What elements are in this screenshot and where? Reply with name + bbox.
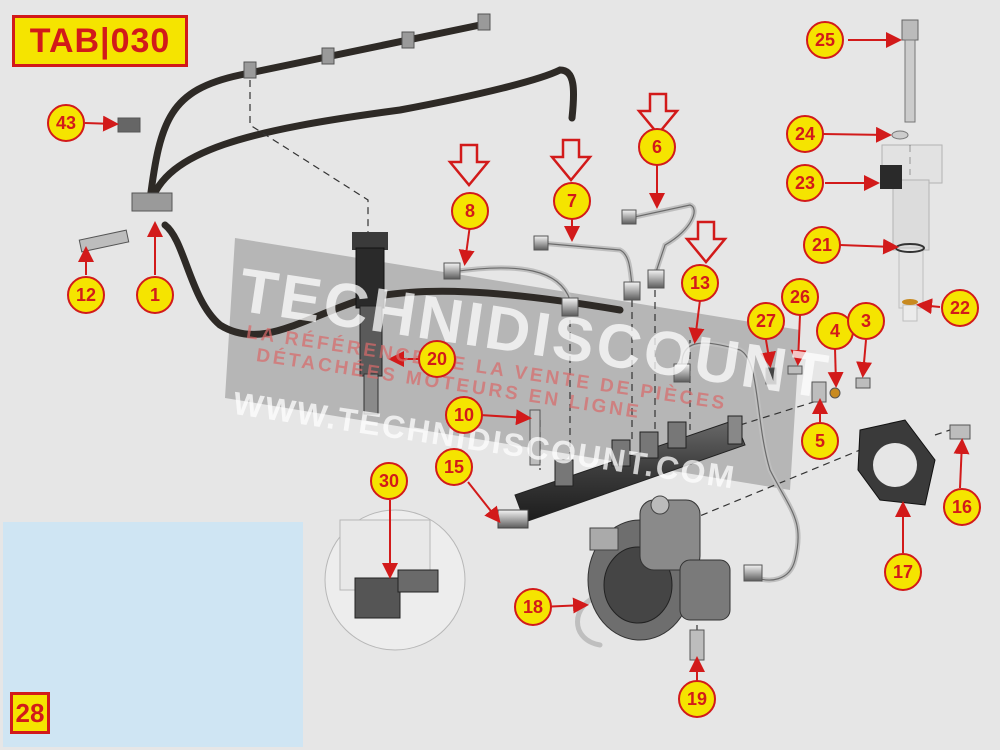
- pump-gasket: [857, 419, 936, 506]
- callout-24: 24: [786, 115, 824, 153]
- injector-bolt: [901, 19, 919, 123]
- callout-23: 23: [786, 164, 824, 202]
- callout-26: 26: [781, 278, 819, 316]
- callout-15: 15: [435, 448, 473, 486]
- assembly-lines: [249, 80, 951, 645]
- inset-panel: [3, 522, 303, 747]
- callout-12: 12: [67, 276, 105, 314]
- callout-22: 22: [941, 289, 979, 327]
- pipe-nuts: [443, 209, 763, 582]
- pressure-regulator: [354, 569, 439, 619]
- callout-7: 7: [553, 182, 591, 220]
- callout-5: 5: [801, 422, 839, 460]
- callout-3: 3: [847, 302, 885, 340]
- kit-arrows: [447, 92, 728, 264]
- callout-17: 17: [884, 553, 922, 591]
- callout-6: 6: [638, 128, 676, 166]
- callout-4: 4: [816, 312, 854, 350]
- injector: [352, 232, 388, 415]
- callout-43: 43: [47, 104, 85, 142]
- return-hose: [146, 21, 624, 338]
- washer-24: [891, 130, 909, 140]
- callout-21: 21: [803, 226, 841, 264]
- callout-20: 20: [418, 340, 456, 378]
- callout-19: 19: [678, 680, 716, 718]
- injector-clamp: [880, 165, 902, 189]
- callout-8: 8: [451, 192, 489, 230]
- callout-1: 1: [136, 276, 174, 314]
- fuel-rail: [497, 415, 746, 529]
- callout-13: 13: [681, 264, 719, 302]
- tab-label: TAB|030: [12, 15, 188, 67]
- callout-27: 27: [747, 302, 785, 340]
- hose-clips: [131, 13, 491, 212]
- callout-30: 30: [370, 462, 408, 500]
- inset-label: 28: [10, 692, 50, 734]
- injector-washer: [902, 299, 918, 305]
- callout-18: 18: [514, 588, 552, 626]
- callout-25: 25: [806, 21, 844, 59]
- injector-right: [881, 144, 943, 322]
- high-pressure-pump: [587, 495, 731, 641]
- callout-16: 16: [943, 488, 981, 526]
- callout-10: 10: [445, 396, 483, 434]
